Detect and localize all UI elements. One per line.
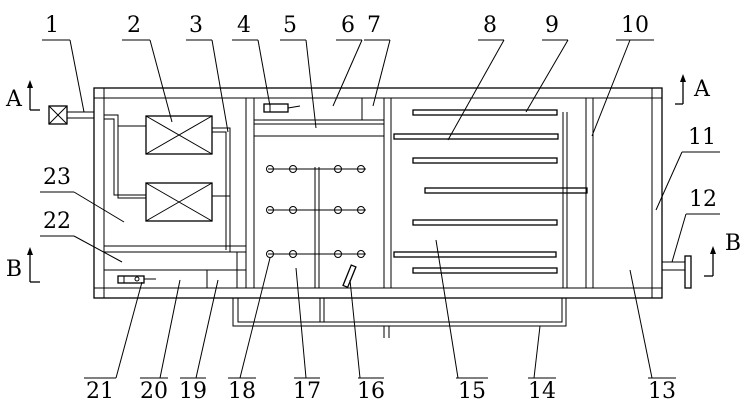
part-label-1: 1 [45, 13, 59, 38]
section-mark-a-right: A [693, 77, 711, 102]
part-label-16: 16 [357, 379, 385, 404]
part-label-8: 8 [483, 13, 497, 38]
part-label-7: 7 [367, 13, 381, 38]
part-label-13: 13 [648, 379, 676, 404]
part-label-12: 12 [689, 187, 717, 212]
middle-chamber [254, 98, 384, 137]
part-label-4: 4 [237, 13, 251, 38]
part-label-20: 20 [140, 379, 168, 404]
baffle-plates [393, 109, 588, 288]
section-arrows [27, 74, 716, 283]
part-label-17: 17 [293, 379, 321, 404]
part-label-21: 21 [86, 379, 114, 404]
outlet-pipe [662, 255, 692, 289]
part-label-2: 2 [127, 13, 141, 38]
part-label-6: 6 [341, 13, 355, 38]
section-mark-b-left: B [6, 257, 22, 282]
bottom-pipe [232, 298, 567, 338]
part-labels: 1 2 3 4 5 6 7 8 9 10 11 12 23 22 21 20 1… [5, 13, 741, 404]
inlet-valve [48, 105, 94, 125]
part-label-10: 10 [621, 13, 649, 38]
aeration-manifold [266, 165, 366, 289]
part-label-18: 18 [228, 379, 256, 404]
part-label-3: 3 [189, 13, 203, 38]
part-label-9: 9 [545, 13, 559, 38]
part-label-15: 15 [458, 379, 486, 404]
bottom-left-pump [117, 275, 156, 284]
leader-lines [40, 39, 720, 379]
part-label-11: 11 [688, 125, 716, 150]
section-mark-b-right: B [725, 231, 741, 256]
part-label-14: 14 [528, 379, 556, 404]
part-label-19: 19 [179, 379, 207, 404]
part-label-5: 5 [283, 13, 297, 38]
section-mark-a-left: A [5, 87, 23, 112]
filter-units [145, 115, 213, 222]
left-piping [104, 114, 246, 288]
part-label-23: 23 [43, 165, 71, 190]
part-label-22: 22 [43, 209, 71, 234]
